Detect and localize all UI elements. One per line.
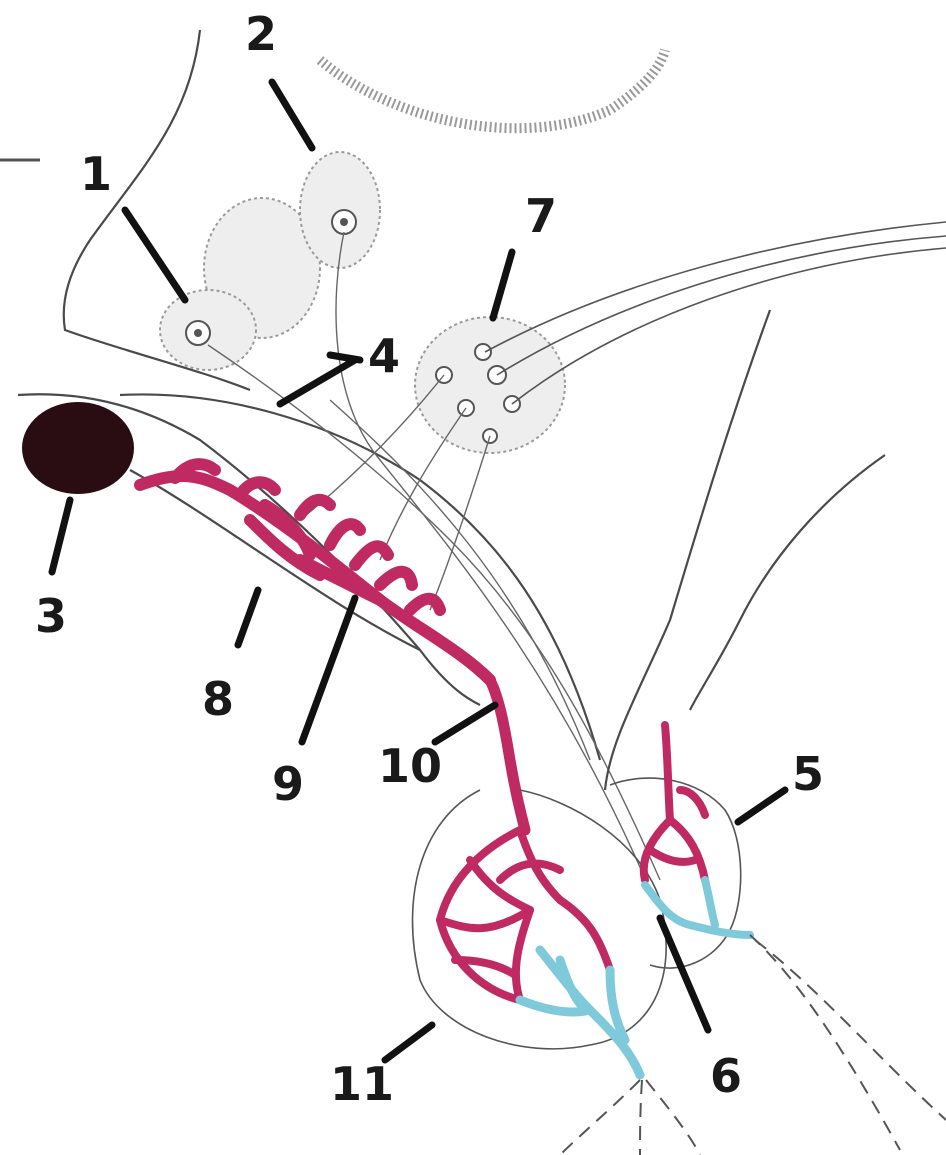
- label-6: 6: [710, 1049, 742, 1103]
- label-7: 7: [525, 189, 557, 243]
- label-1: 1: [80, 147, 112, 201]
- label-8: 8: [202, 672, 234, 726]
- leader-line-5: [738, 790, 785, 822]
- leader-line-2: [272, 82, 312, 148]
- leader-line-9: [302, 598, 355, 742]
- label-10: 10: [378, 739, 442, 793]
- posterior-arterial-network: [644, 725, 705, 880]
- mammillary-body: [22, 402, 134, 494]
- leader-line-4b: [330, 355, 360, 360]
- leader-line-7: [493, 252, 512, 318]
- neuron-cluster-7: [415, 317, 565, 453]
- leader-line-6: [660, 918, 708, 1030]
- anterior-venous-drainage: [520, 950, 640, 1075]
- leader-line-11: [385, 1025, 432, 1060]
- label-11: 11: [330, 1057, 394, 1111]
- primary-capillary-plexus: [140, 464, 490, 680]
- secondary-capillary-plexus: [440, 830, 610, 1000]
- label-5: 5: [792, 747, 824, 801]
- leader-line-3: [52, 500, 70, 572]
- leader-line-1: [125, 210, 185, 300]
- leader-line-10: [435, 705, 495, 742]
- label-2: 2: [245, 7, 277, 61]
- label-3: 3: [35, 589, 67, 643]
- leader-line-8: [238, 590, 258, 645]
- right-contour-lines: [605, 310, 885, 790]
- posterior-pituitary-outline: [610, 778, 741, 968]
- label-4: 4: [368, 329, 400, 383]
- label-9: 9: [272, 757, 304, 811]
- neuron-cell-1: [160, 290, 256, 370]
- chiasm-arc: [320, 50, 665, 128]
